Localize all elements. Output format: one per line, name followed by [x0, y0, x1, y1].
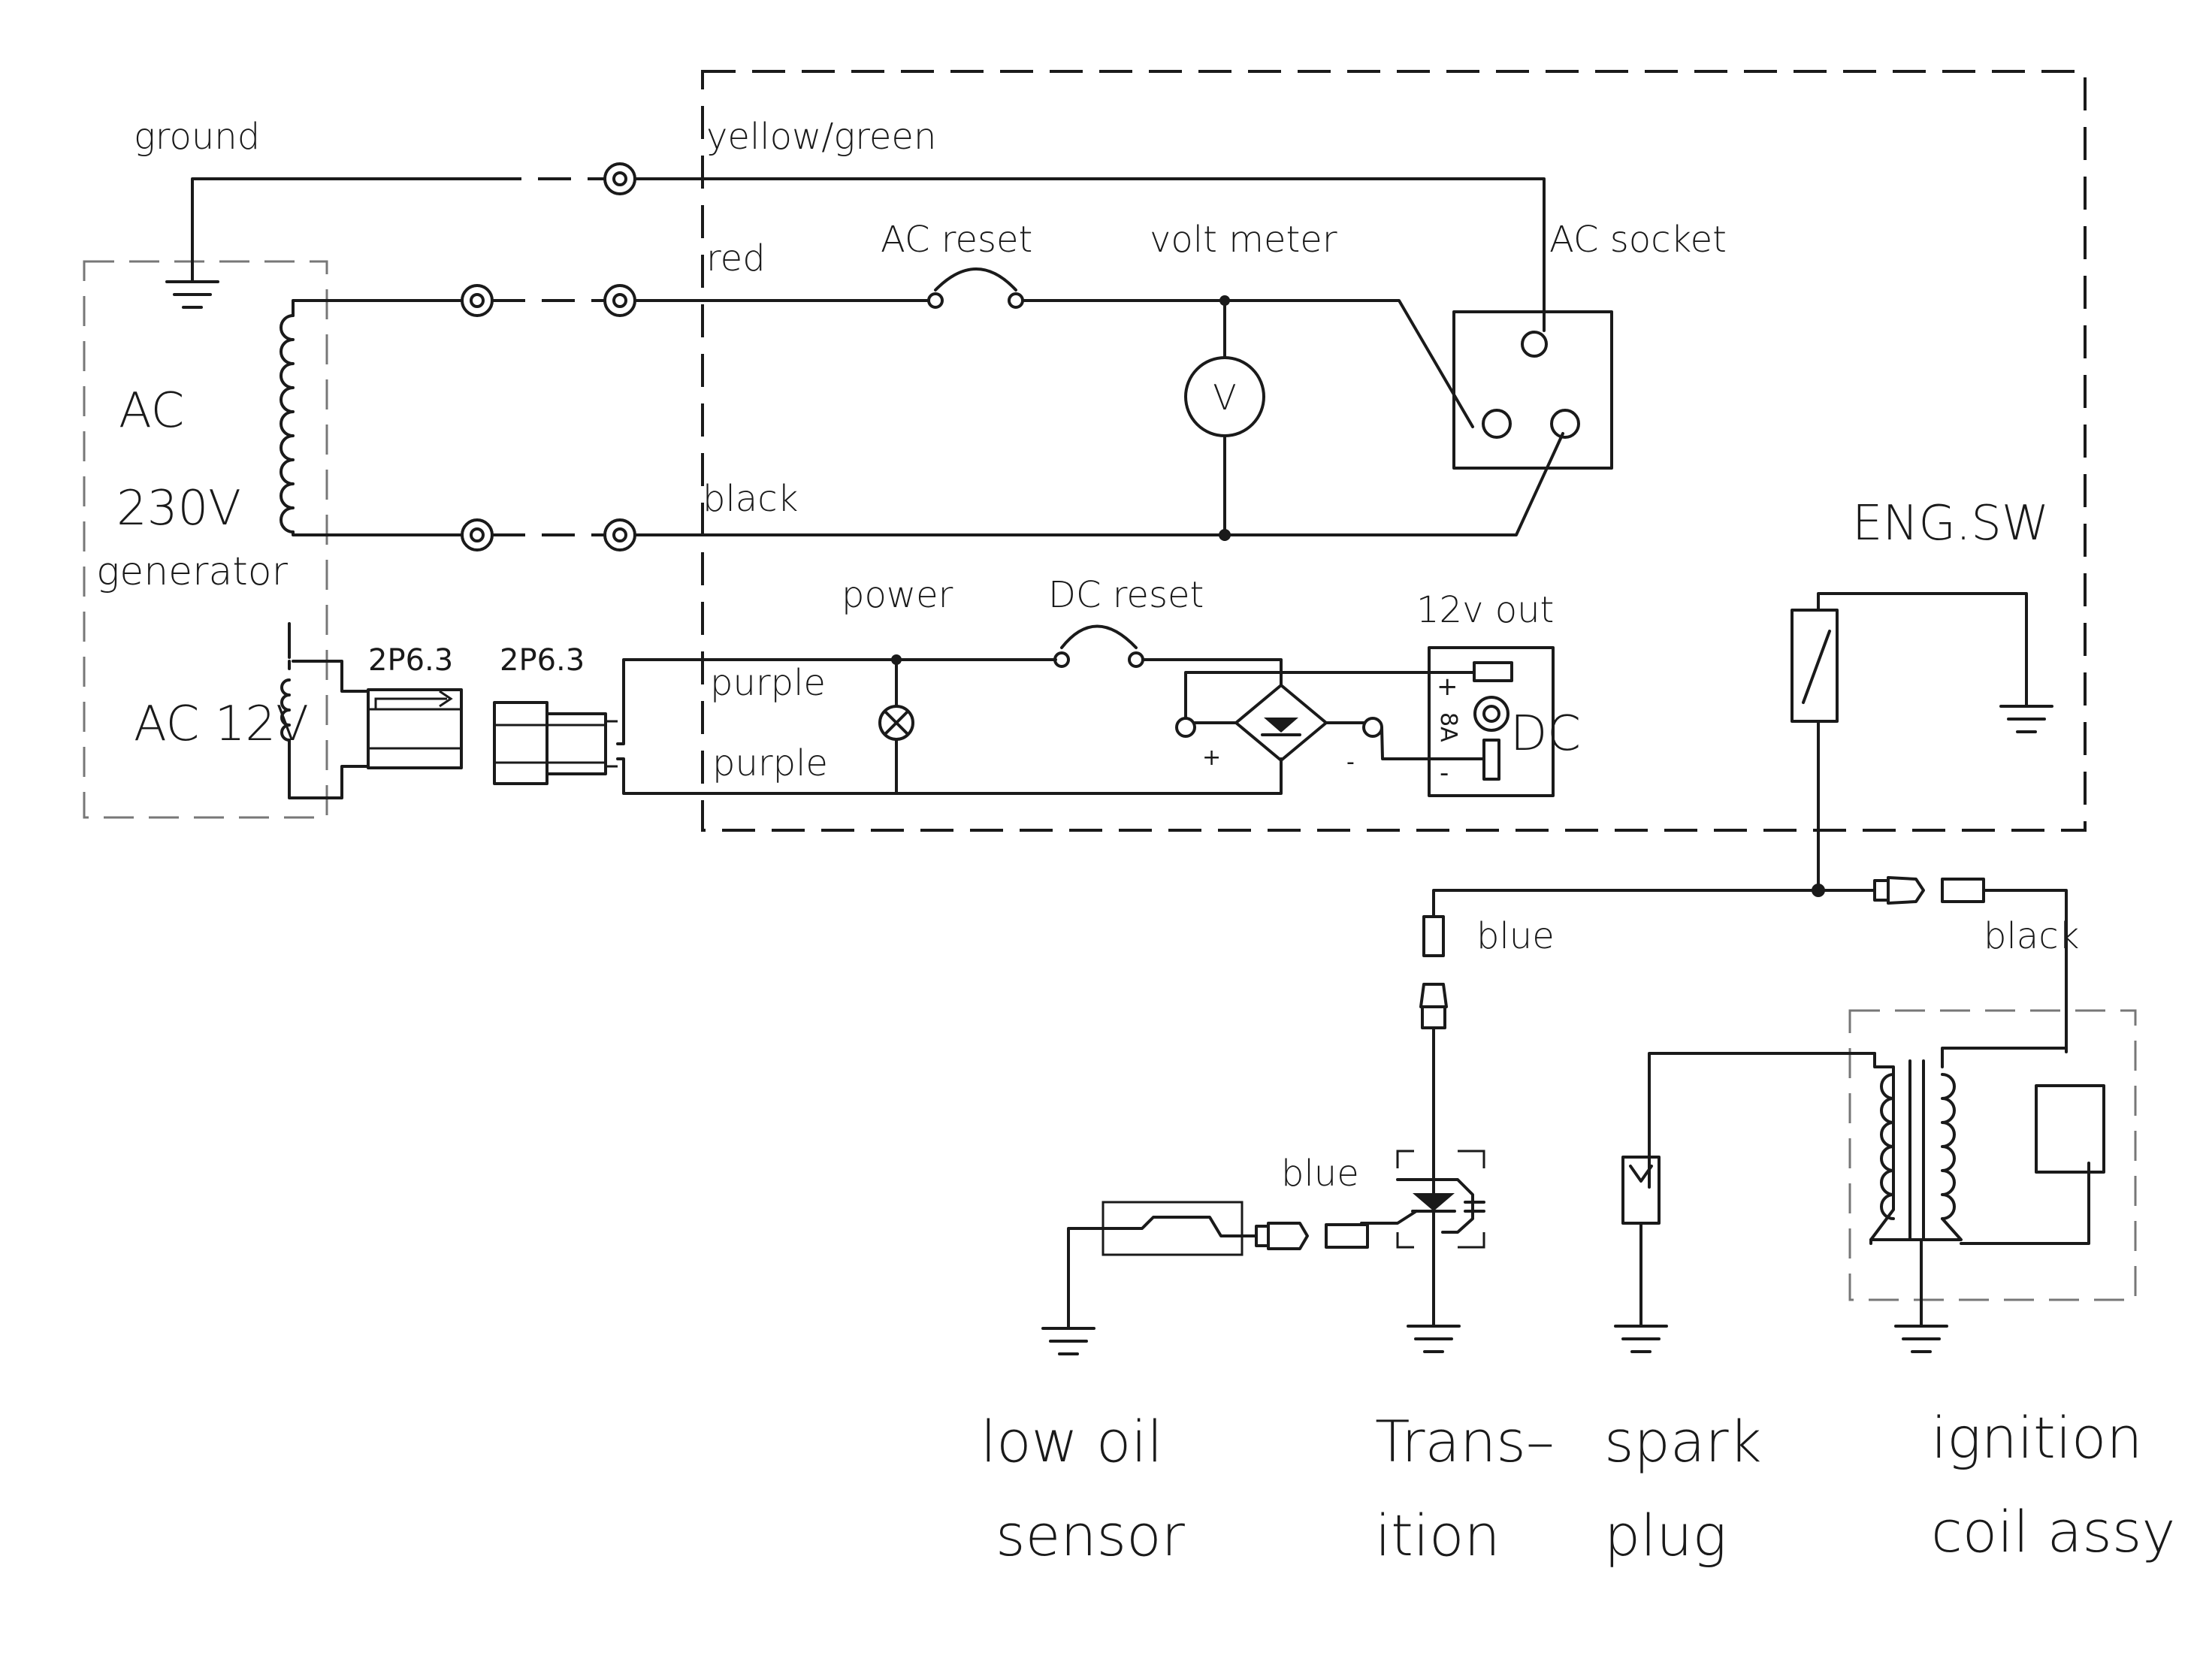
label-yellow-green: yellow/green [706, 116, 936, 158]
terminal-red-gen [461, 284, 494, 317]
label-black: black [703, 478, 798, 520]
dc-minus: - [1440, 758, 1449, 788]
label-blue-top: blue [1476, 915, 1555, 957]
label-ac-reset: AC reset [881, 219, 1032, 261]
dc-label: DC [1510, 706, 1581, 762]
label-spark-2: plug [1604, 1502, 1727, 1569]
dc-output-box[interactable]: + - 8A DC [1428, 646, 1581, 797]
label-low-oil-2: sensor [996, 1502, 1186, 1569]
ground-symbol-generator [165, 280, 219, 309]
ignition-coil-enclosure [1848, 1009, 2137, 1301]
label-transition-2: ition [1375, 1502, 1500, 1569]
red-wire [633, 267, 1474, 428]
bridge-plus: + [1202, 745, 1221, 771]
terminal-black-panel [603, 518, 636, 551]
ac-12v-winding [280, 622, 370, 799]
spark-plug [1614, 1052, 1876, 1353]
low-oil-sensor [1041, 1201, 1256, 1355]
label-2p63-b: 2P6.3 [500, 643, 585, 678]
dc-positive-wire [1184, 671, 1476, 720]
power-lamp [878, 654, 914, 795]
label-power: power [842, 574, 953, 616]
label-volt-meter: volt meter [1150, 219, 1337, 261]
label-2p63-a: 2P6.3 [368, 643, 453, 678]
dc-plus: + [1437, 672, 1458, 702]
label-ac: AC [119, 383, 184, 439]
ac-230v-winding [280, 299, 464, 536]
ground-symbol-transition [1407, 1325, 1461, 1353]
blue-connector[interactable] [1419, 915, 1448, 1031]
label-eng-sw: ENG.SW [1852, 496, 2049, 551]
bridge-rectifier: + - [1175, 684, 1383, 775]
label-ignition-2: coil assy [1931, 1498, 2175, 1565]
dc-reset-breaker[interactable] [1053, 624, 1144, 668]
purple-wires [616, 658, 1283, 795]
label-purple-top: purple [710, 662, 826, 704]
ignition-bus [1432, 876, 2068, 1053]
ac-socket[interactable] [1452, 310, 1613, 470]
socket-pin-live [1482, 409, 1512, 439]
ignition-coil [1869, 1047, 2105, 1353]
label-low-oil-1: low oil [981, 1408, 1163, 1475]
engine-switch[interactable] [1791, 592, 2053, 892]
generator-enclosure [83, 260, 328, 819]
low-oil-connector[interactable] [1255, 1222, 1369, 1250]
voltmeter-symbol: V [1213, 377, 1236, 418]
label-blue-low: blue [1281, 1153, 1359, 1195]
connector-2p6.3-female[interactable] [493, 701, 618, 785]
transition-module [1360, 1150, 1485, 1328]
terminal-black-gen [461, 518, 494, 551]
dc-wire-top [1141, 658, 1283, 687]
label-purple-bottom: purple [712, 742, 828, 784]
ground-wire [191, 177, 1546, 332]
fuse-8a: 8A [1435, 712, 1461, 742]
label-spark-1: spark [1604, 1408, 1762, 1475]
label-ac-socket: AC socket [1549, 219, 1727, 261]
terminal-red-panel [603, 284, 636, 317]
label-black-right: black [1984, 915, 2079, 957]
label-230v: 230V [116, 481, 241, 536]
label-transition-1: Trans– [1375, 1408, 1555, 1475]
ac-reset-breaker[interactable] [934, 267, 1017, 292]
label-generator: generator [96, 549, 289, 594]
voltmeter: V [1184, 295, 1265, 541]
label-12v-out: 12v out [1416, 589, 1554, 631]
bridge-minus: - [1346, 749, 1355, 775]
connector-2p6.3-male[interactable] [367, 688, 463, 769]
label-ignition-1: ignition [1931, 1404, 2143, 1471]
label-ac-12v: AC 12V [134, 696, 309, 752]
dc-negative-wire [1380, 726, 1485, 760]
control-panel-enclosure [701, 70, 2087, 832]
label-red: red [706, 237, 766, 279]
terminal-ground [603, 162, 636, 195]
label-ground: ground [134, 116, 260, 158]
label-dc-reset: DC reset [1048, 574, 1204, 616]
